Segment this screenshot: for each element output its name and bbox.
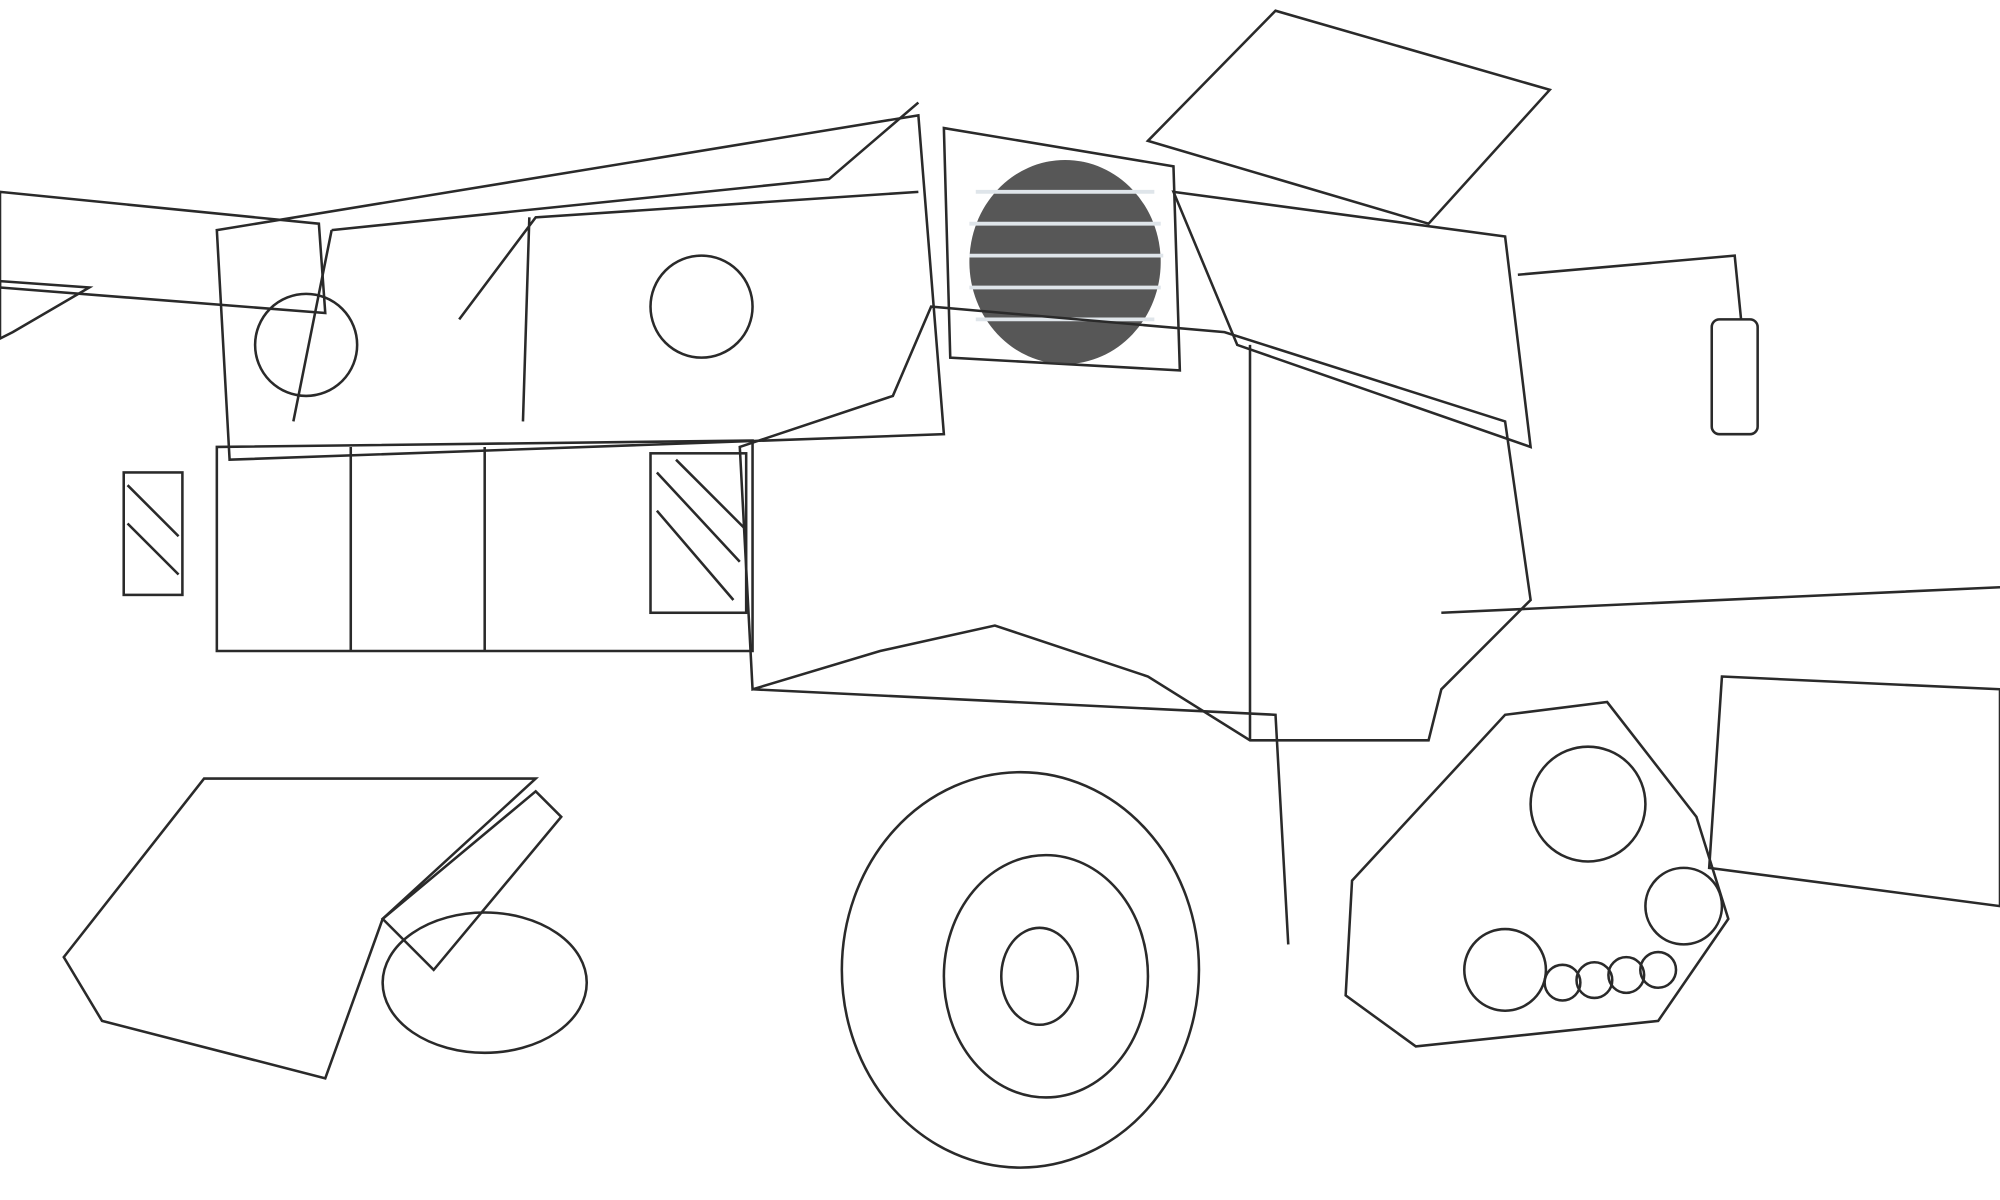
drive-wheel (840, 770, 1201, 1169)
straw-chopper-chute (62, 777, 539, 1080)
rear-wheel-left (381, 911, 589, 1055)
side-mirror (1517, 254, 1759, 436)
unloading-auger (0, 190, 327, 340)
rubber-track (1344, 700, 1730, 1048)
main-body (215, 305, 1532, 742)
grain-tank-cover (1145, 9, 1553, 226)
warning-plate-left (122, 471, 184, 597)
chassis-frame (752, 585, 2000, 945)
warning-plate-right (649, 452, 748, 615)
grain-tank (1171, 190, 1533, 449)
header (1707, 675, 2000, 908)
radiator-box (942, 126, 1182, 372)
engine-compartment (215, 101, 946, 462)
